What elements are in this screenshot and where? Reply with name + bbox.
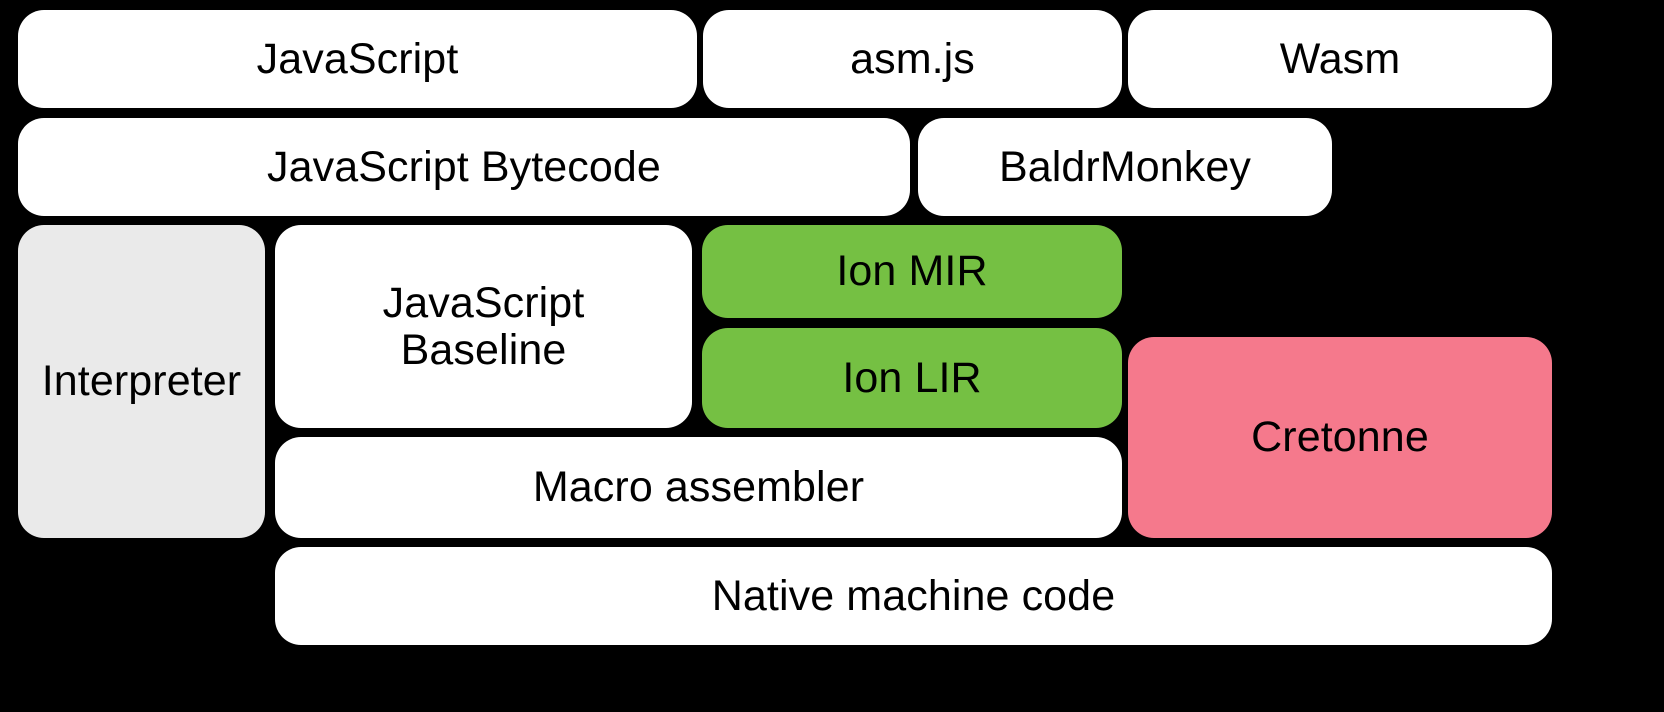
node-asm-js: asm.js [703, 10, 1122, 108]
node-ion-lir: Ion LIR [702, 328, 1122, 428]
node-baldrmonkey: BaldrMonkey [918, 118, 1332, 216]
node-cretonne: Cretonne [1128, 337, 1552, 538]
node-wasm: Wasm [1128, 10, 1552, 108]
node-ion-mir: Ion MIR [702, 225, 1122, 318]
node-javascript-baseline: JavaScript Baseline [275, 225, 692, 428]
node-macro-assembler: Macro assembler [275, 437, 1122, 538]
node-interpreter: Interpreter [18, 225, 265, 538]
node-native-machine-code: Native machine code [275, 547, 1552, 645]
node-javascript-bytecode: JavaScript Bytecode [18, 118, 910, 216]
node-javascript: JavaScript [18, 10, 697, 108]
